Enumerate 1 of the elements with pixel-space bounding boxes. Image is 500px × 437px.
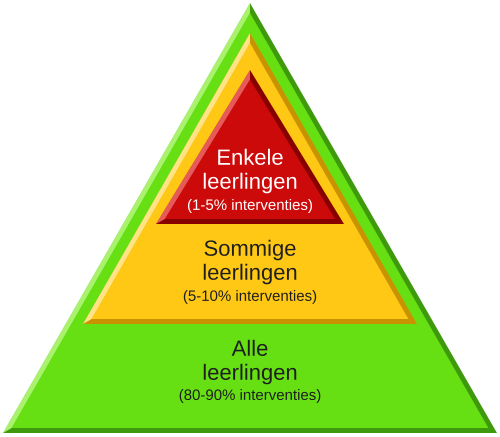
pyramid-layer: Enkele leerlingen (1-5% interventies) bbox=[156, 70, 344, 224]
